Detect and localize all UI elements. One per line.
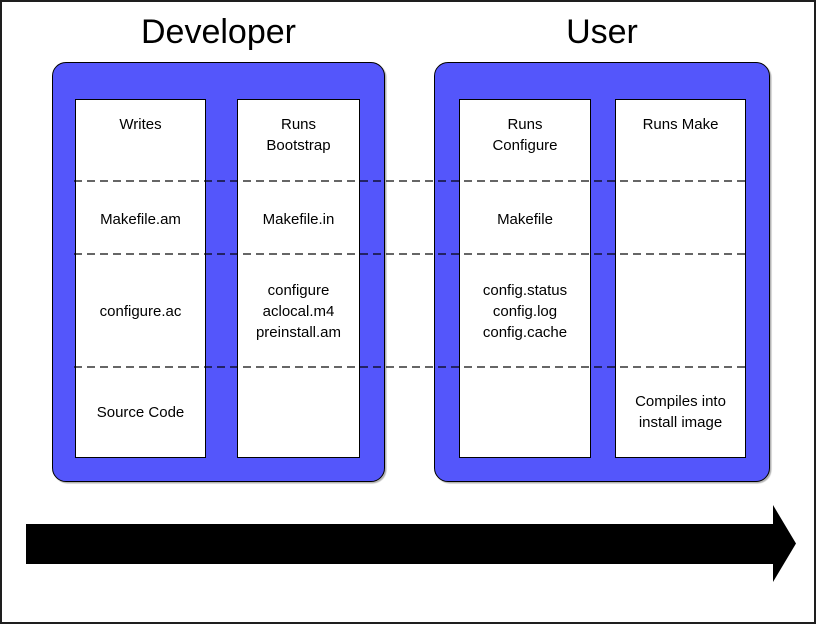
flow-arrow-icon xyxy=(26,505,796,582)
cell-writes: Writes xyxy=(119,116,162,133)
cell-makefile: Makefile xyxy=(497,210,553,228)
user-configure-column: Runs Configure Makefile config.status co… xyxy=(459,99,591,458)
cell-empty xyxy=(616,184,745,256)
developer-box: Writes Makefile.am configure.ac Source C… xyxy=(52,62,385,482)
developer-writes-column: Writes Makefile.am configure.ac Source C… xyxy=(75,99,206,458)
cell-compiles-into-install-image: Compiles into install image xyxy=(635,393,726,432)
developer-bootstrap-column: Runs Bootstrap Makefile.in configure acl… xyxy=(237,99,360,458)
cell-makefile-in: Makefile.in xyxy=(262,210,335,228)
cell-source-code: Source Code xyxy=(96,403,185,421)
user-title: User xyxy=(566,13,638,51)
developer-title: Developer xyxy=(141,13,296,51)
cell-empty xyxy=(460,368,590,457)
cell-empty xyxy=(616,255,745,367)
cell-runs-bootstrap: Runs Bootstrap xyxy=(266,116,331,154)
cell-configure-ac: configure.ac xyxy=(99,302,182,320)
cell-runs-configure: Runs Configure xyxy=(492,116,558,154)
user-make-column: Runs Make Compiles into install image xyxy=(615,99,746,458)
cell-empty xyxy=(238,368,359,457)
cell-makefile-am: Makefile.am xyxy=(100,210,181,228)
cell-config-outputs: config.status config.log config.cache xyxy=(482,281,568,341)
user-box: Runs Configure Makefile config.status co… xyxy=(434,62,770,482)
cell-runs-make: Runs Make xyxy=(642,116,719,133)
cell-configure-aclocal-preinstall: configure aclocal.m4 preinstall.am xyxy=(255,281,342,341)
